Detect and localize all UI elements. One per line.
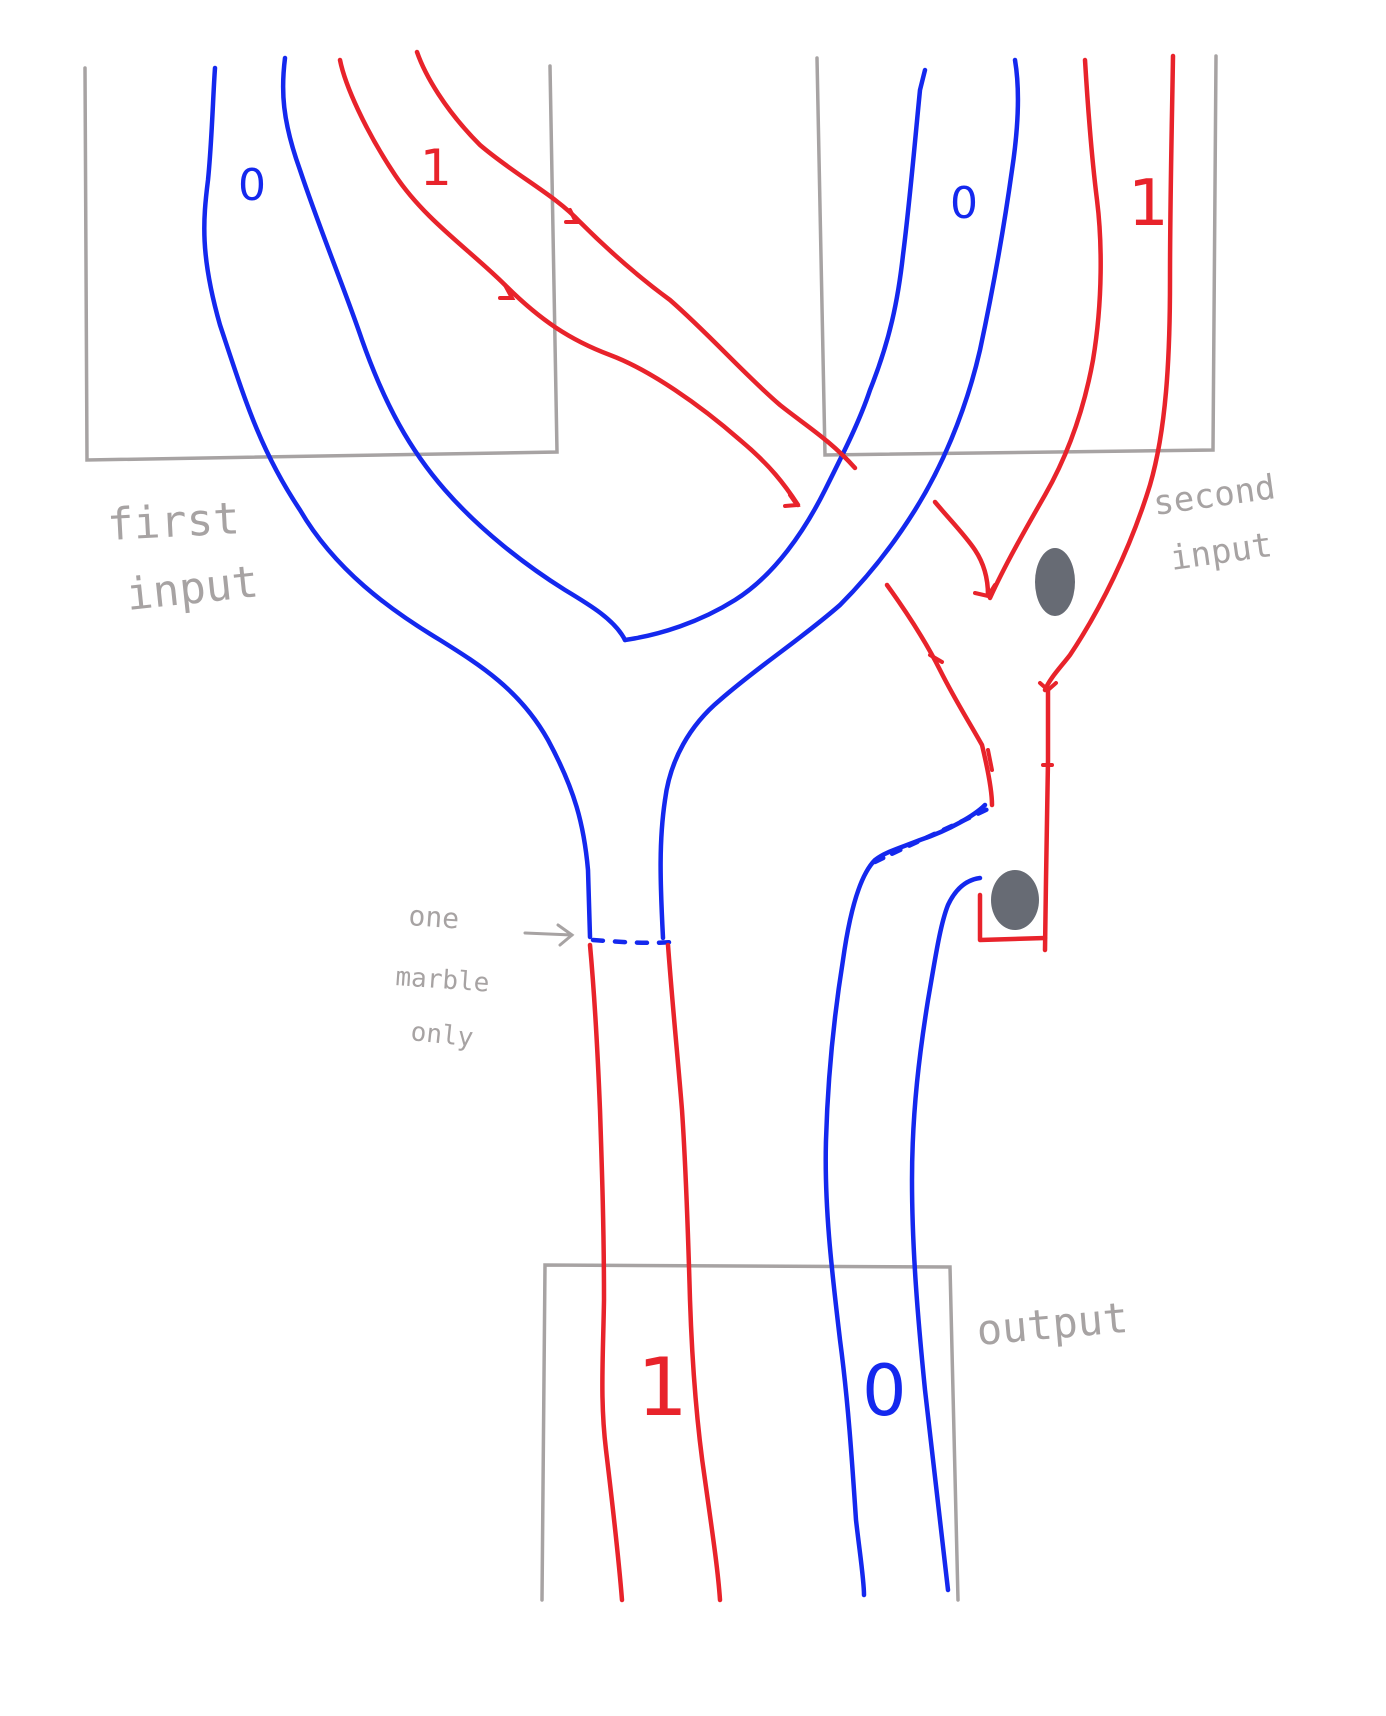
red-deflector-lower: [884, 582, 995, 808]
second-input-zero-digit: 0: [950, 178, 978, 229]
marble: [991, 870, 1039, 930]
red-direction-marks: [498, 208, 1058, 772]
first-input-label-line1: first: [106, 493, 241, 551]
red-wall-first-upper: [414, 49, 858, 471]
red-tick: [498, 283, 516, 300]
red-tick: [1038, 681, 1058, 693]
annotation-line1: one: [408, 899, 461, 935]
red-tick: [973, 583, 997, 599]
output-box: [540, 1263, 960, 1602]
first-input-one-digit: 1: [420, 139, 452, 197]
blue-wall-bypass-left: [823, 802, 988, 1598]
first-input-box: [83, 64, 559, 462]
blue-wall-bypass-right: [909, 875, 983, 1593]
red-return-wall: [1042, 687, 1051, 953]
blue-wall-inner-left: [280, 55, 628, 643]
red-wall-output-left: [587, 942, 625, 1603]
red-tick: [928, 653, 944, 664]
blue-wall-inner-right: [622, 67, 928, 643]
red-tick: [986, 748, 994, 772]
red-tick: [783, 493, 801, 508]
blue-wall-outer-left: [202, 65, 593, 940]
zero-channel-walls: [202, 55, 1021, 1598]
blue-wall-middle-right: [658, 57, 1021, 941]
annotation-arrow: [523, 923, 575, 947]
annotation-line3: only: [409, 1017, 474, 1053]
blue-gate-line: [590, 937, 675, 946]
second-input-box: [815, 54, 1218, 457]
annotation-line2: marble: [395, 962, 491, 998]
output-zero-digit: 0: [862, 1350, 907, 1432]
red-wall-output-right: [665, 942, 723, 1603]
second-input-label-line1: second: [1151, 467, 1278, 524]
red-wall-first-lower: [337, 57, 801, 508]
second-input-label-line2: input: [1168, 525, 1275, 579]
red-deflector-upper: [932, 499, 991, 598]
red-wall-second-left: [987, 57, 1103, 601]
blue-flap-dash: [872, 805, 993, 865]
red-wall-second-right: [1042, 53, 1176, 693]
output-one-digit: 1: [637, 1341, 688, 1434]
one-channel-walls: [337, 49, 1176, 1603]
second-input-one-digit: 1: [1128, 167, 1169, 241]
first-input-zero-digit: 0: [238, 160, 266, 211]
red-trap-box: [977, 892, 1048, 943]
red-tick: [564, 208, 580, 224]
marble: [1035, 548, 1075, 616]
first-input-label-line2: input: [124, 556, 261, 621]
output-label: output: [975, 1293, 1130, 1355]
